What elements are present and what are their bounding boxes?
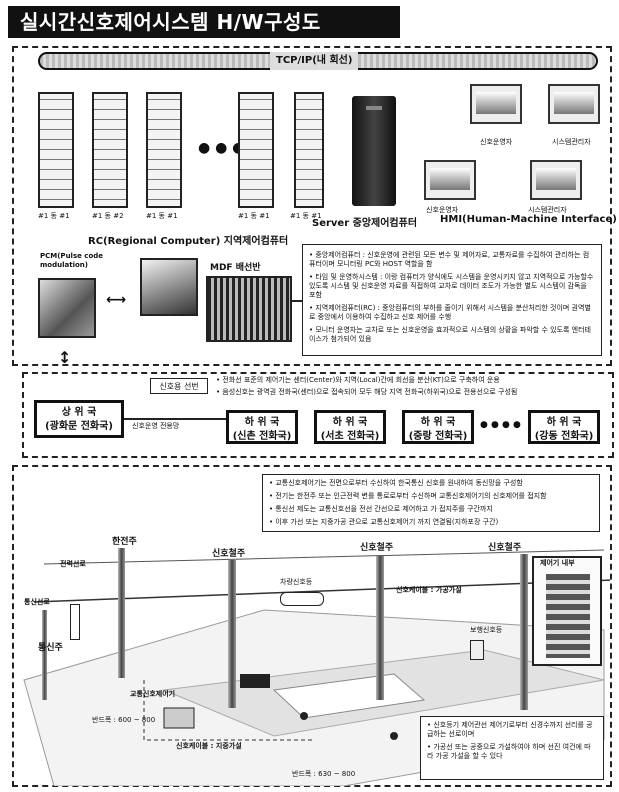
hmi-caption: HMI(Human-Machine Interface) (440, 214, 617, 225)
mdf-photo (140, 258, 198, 316)
rc-caption: RC(Regional Computer) 지역제어컴퓨터 (88, 232, 288, 247)
note-item: • 이후 가선 또는 지중가공 관으로 교통신호제어기 까지 연결됨(지하포장 … (269, 518, 593, 527)
offices-ellipsis: ● ● ● ● (480, 420, 521, 430)
rc-rack-label: #1 동 #1 (146, 212, 178, 221)
server-icon (352, 96, 396, 206)
rc-rack (92, 92, 128, 208)
power-pole (118, 548, 125, 678)
mdf-caption: MDF 배선반 (210, 260, 261, 273)
note-item: • 교통신호제어기는 전면으로부터 수신하여 한국통신 신호를 원내하여 동신망… (269, 479, 593, 488)
server-caption: Server 중앙제어컴퓨터 (312, 214, 417, 229)
note-item: • 가공선 또는 공중으로 가설하여야 하며 선진 여건에 따라 가공 가설을 … (427, 743, 597, 761)
underground-cable-label: 신호케이블 : 지중가설 (176, 742, 242, 751)
rc-rack (294, 92, 324, 208)
lower-office-name: (중랑 전화국) (405, 430, 471, 444)
controller-inside-label: 제어기 내부 (540, 559, 575, 568)
comm-line-label: 통신선로 (24, 598, 50, 607)
rc-rack (146, 92, 182, 208)
lower-office: 하 위 국 (신촌 전화국) (226, 410, 298, 444)
junction-box (70, 604, 80, 640)
lower-office-title: 하 위 국 (229, 416, 295, 430)
dedicated-line-label: 신호운영 전용망 (132, 422, 179, 431)
server-slot-icon (366, 106, 382, 110)
note-item: • 신호등기 제어관선 제어기로부터 신경수까지 선리를 공급하는 선로이며 (427, 721, 597, 739)
lower-office-name: (서초 전화국) (317, 430, 383, 444)
connector-line (292, 300, 302, 302)
network-label: TCP/IP(내 회선) (270, 52, 358, 70)
note-item: • 모니터 운영자는 교차로 또는 신호운영을 효과적으로 시스템의 상황을 파… (309, 326, 595, 344)
signal-pole-label: 신호철주 (488, 540, 521, 553)
signal-pole-label: 신호철주 (212, 546, 245, 559)
road-width-label: 반드폭 : 630 ~ 800 (292, 770, 355, 779)
monitor-screen-icon (554, 92, 594, 114)
mdf-panel (206, 276, 292, 342)
lower-office-name: (강동 전화국) (531, 430, 597, 444)
signal-pole (228, 560, 236, 708)
note-item: • 지역제어컴퓨터(RC) : 중앙컴퓨터의 부하를 줄이기 위해서 시스템을 … (309, 304, 595, 322)
controller-label: 교통신호제어기 (130, 690, 175, 699)
signal-pole-label: 신호철주 (360, 540, 393, 553)
note-item: • 중앙제어컴퓨터 : 신호운영에 관련된 모든 변수 및 제어자료, 교통자료… (309, 251, 595, 269)
lower-office-title: 하 위 국 (405, 416, 471, 430)
line-text-1: • 전화선 표준의 제어기는 센터(Center)와 지역(Local)간에 회… (216, 376, 608, 385)
rc-rack-label: #1 동 #1 (238, 212, 270, 221)
lower-office-title: 하 위 국 (317, 416, 383, 430)
controller-rack (546, 574, 590, 658)
monitor-screen-icon (476, 92, 516, 114)
signal-pole (376, 556, 384, 700)
ped-light-label: 보행신호등 (470, 626, 502, 635)
ped-light-icon (470, 640, 484, 660)
upper-office-title: 상 위 국 (37, 406, 121, 420)
comm-pole-label: 통신주 (38, 640, 63, 653)
power-line-label: 전력선로 (60, 560, 86, 569)
overhead-cable-label: 신호케이블 : 가공가설 (396, 586, 462, 595)
pedestrian-icon (390, 732, 398, 740)
note-item: • 전기는 한전주 또는 인근전력 변를 통로로부터 수신하며 교통신호제어기의… (269, 492, 593, 501)
upper-office: 상 위 국 (광화문 전화국) (34, 400, 124, 438)
controller-box (164, 708, 194, 728)
vehicle-light-icon (280, 592, 324, 606)
lower-office-name: (신촌 전화국) (229, 430, 295, 444)
vehicle-light-label: 차량신호등 (280, 578, 312, 587)
line-text-2: • 음성신호는 광역권 전화국(센터)으로 접속되어 모두 해당 지역 전화국(… (216, 388, 608, 397)
rc-rack-label: #1 동 #2 (92, 212, 124, 221)
vertical-arrow-icon: ↕ (58, 350, 71, 366)
note-item: • 타임 및 운영하시스템 : 이랑 컴퓨터가 양식에도 시스템을 운영시키지 … (309, 273, 595, 300)
line-box: 신호용 선번 (150, 378, 208, 394)
dedicated-line (124, 418, 232, 420)
lower-office-title: 하 위 국 (531, 416, 597, 430)
car-icon (240, 674, 270, 688)
hmi-user-label: 신호운영자 (480, 138, 512, 147)
pedestrian-icon (300, 712, 308, 720)
notes-mid: • 교통신호제어기는 전면으로부터 수신하여 한국통신 신호를 원내하여 동신망… (262, 474, 600, 532)
lower-office: 하 위 국 (서초 전화국) (314, 410, 386, 444)
hmi-user-label: 시스템관리자 (552, 138, 591, 147)
page-title: 실시간신호제어시스템 H/W구성도 (8, 6, 400, 38)
rc-rack (38, 92, 74, 208)
link-arrow-icon: ⟷ (106, 292, 126, 308)
lower-office: 하 위 국 (강동 전화국) (528, 410, 600, 444)
monitor-screen-icon (430, 168, 470, 190)
signal-pole (520, 554, 528, 710)
monitor-screen-icon (536, 168, 576, 190)
upper-office-name: (광화문 전화국) (37, 420, 121, 434)
notes-bottom: • 신호등기 제어관선 제어기로부터 신경수까지 선리를 공급하는 선로이며 •… (420, 716, 604, 780)
power-pole-label: 한전주 (112, 534, 137, 547)
pcm-caption: PCM(Pulse code modulation) (40, 252, 120, 270)
note-item: • 통신선 제도는 교통신호선을 전선 간선으로 제어하고 가 접지주를 구간까… (269, 505, 593, 514)
notes-top: • 중앙제어컴퓨터 : 신호운영에 관련된 모든 변수 및 제어자료, 교통자료… (302, 244, 602, 356)
road-width-label: 반드폭 : 600 ~ 800 (92, 716, 155, 725)
rc-rack-label: #1 동 #1 (38, 212, 70, 221)
comm-pole (42, 610, 47, 700)
lower-office: 하 위 국 (중랑 전화국) (402, 410, 474, 444)
rc-rack (238, 92, 274, 208)
pcm-photo (38, 278, 96, 338)
